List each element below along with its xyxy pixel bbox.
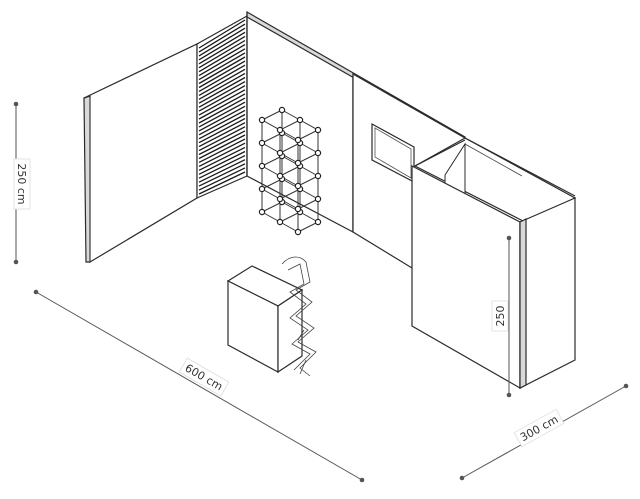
dimension-label-height-cabin: 250: [494, 306, 507, 327]
brochure-rack: [281, 256, 317, 377]
counter: [226, 265, 304, 374]
cube-shelf: [258, 106, 322, 236]
dimension-height-cabin: 250: [491, 235, 512, 398]
dimension-length: 600 cm: [33, 289, 365, 483]
dimension-height-left: 250 cm: [13, 101, 31, 265]
slatwall-panel: [196, 14, 248, 199]
dimension-label-height-left: 250 cm: [15, 163, 28, 204]
left-wall: [83, 43, 198, 264]
storage-cabin: [411, 137, 577, 390]
dimension-depth: 300 cm: [459, 383, 629, 481]
